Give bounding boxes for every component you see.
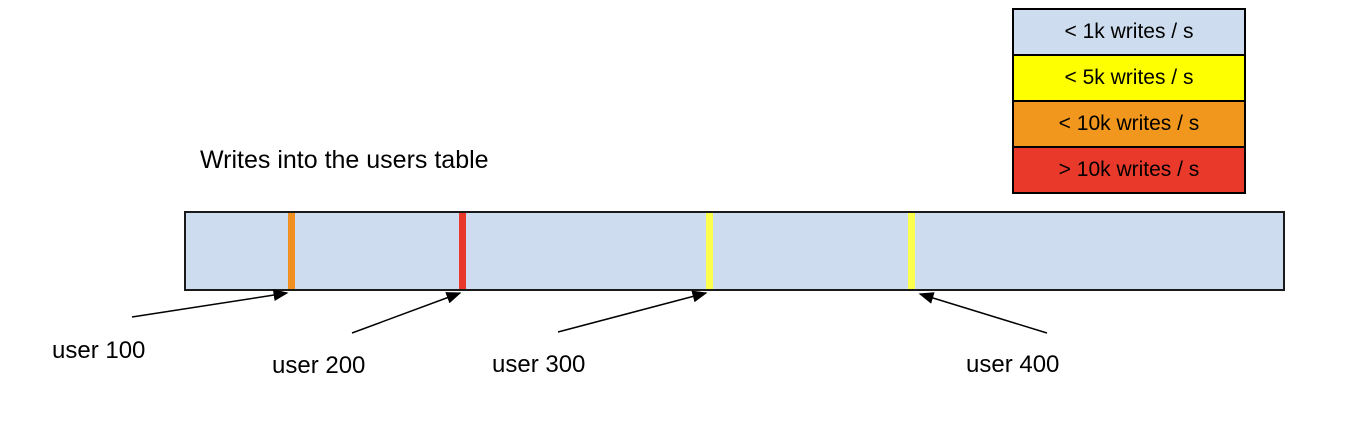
legend-item-label: > 10k writes / s bbox=[1058, 158, 1200, 181]
legend-item-lt-1k: < 1k writes / s bbox=[1012, 8, 1246, 56]
user-100-label: user 100 bbox=[52, 337, 146, 364]
legend-item-lt-10k: < 10k writes / s bbox=[1012, 100, 1246, 148]
legend-item-label: < 1k writes / s bbox=[1064, 20, 1194, 43]
tick-user-300 bbox=[705, 213, 713, 289]
arrow-user-300 bbox=[557, 290, 708, 333]
users-table-bar bbox=[184, 211, 1285, 291]
user-200-label: user 200 bbox=[272, 352, 366, 379]
legend-item-label: < 10k writes / s bbox=[1058, 112, 1200, 135]
tick-user-200 bbox=[459, 213, 467, 289]
user-300-label: user 300 bbox=[492, 351, 586, 378]
diagram-title: Writes into the users table bbox=[200, 146, 489, 174]
legend-item-gt-10k: > 10k writes / s bbox=[1012, 146, 1246, 194]
legend: < 1k writes / s < 5k writes / s < 10k wr… bbox=[1012, 8, 1246, 194]
tick-user-100 bbox=[288, 213, 296, 289]
arrow-user-400 bbox=[918, 292, 1048, 334]
tick-user-400 bbox=[908, 213, 916, 289]
legend-item-label: < 5k writes / s bbox=[1064, 66, 1194, 89]
arrow-user-200 bbox=[351, 292, 462, 334]
legend-item-lt-5k: < 5k writes / s bbox=[1012, 54, 1246, 102]
user-400-label: user 400 bbox=[966, 351, 1060, 378]
arrow-user-100 bbox=[131, 289, 289, 318]
